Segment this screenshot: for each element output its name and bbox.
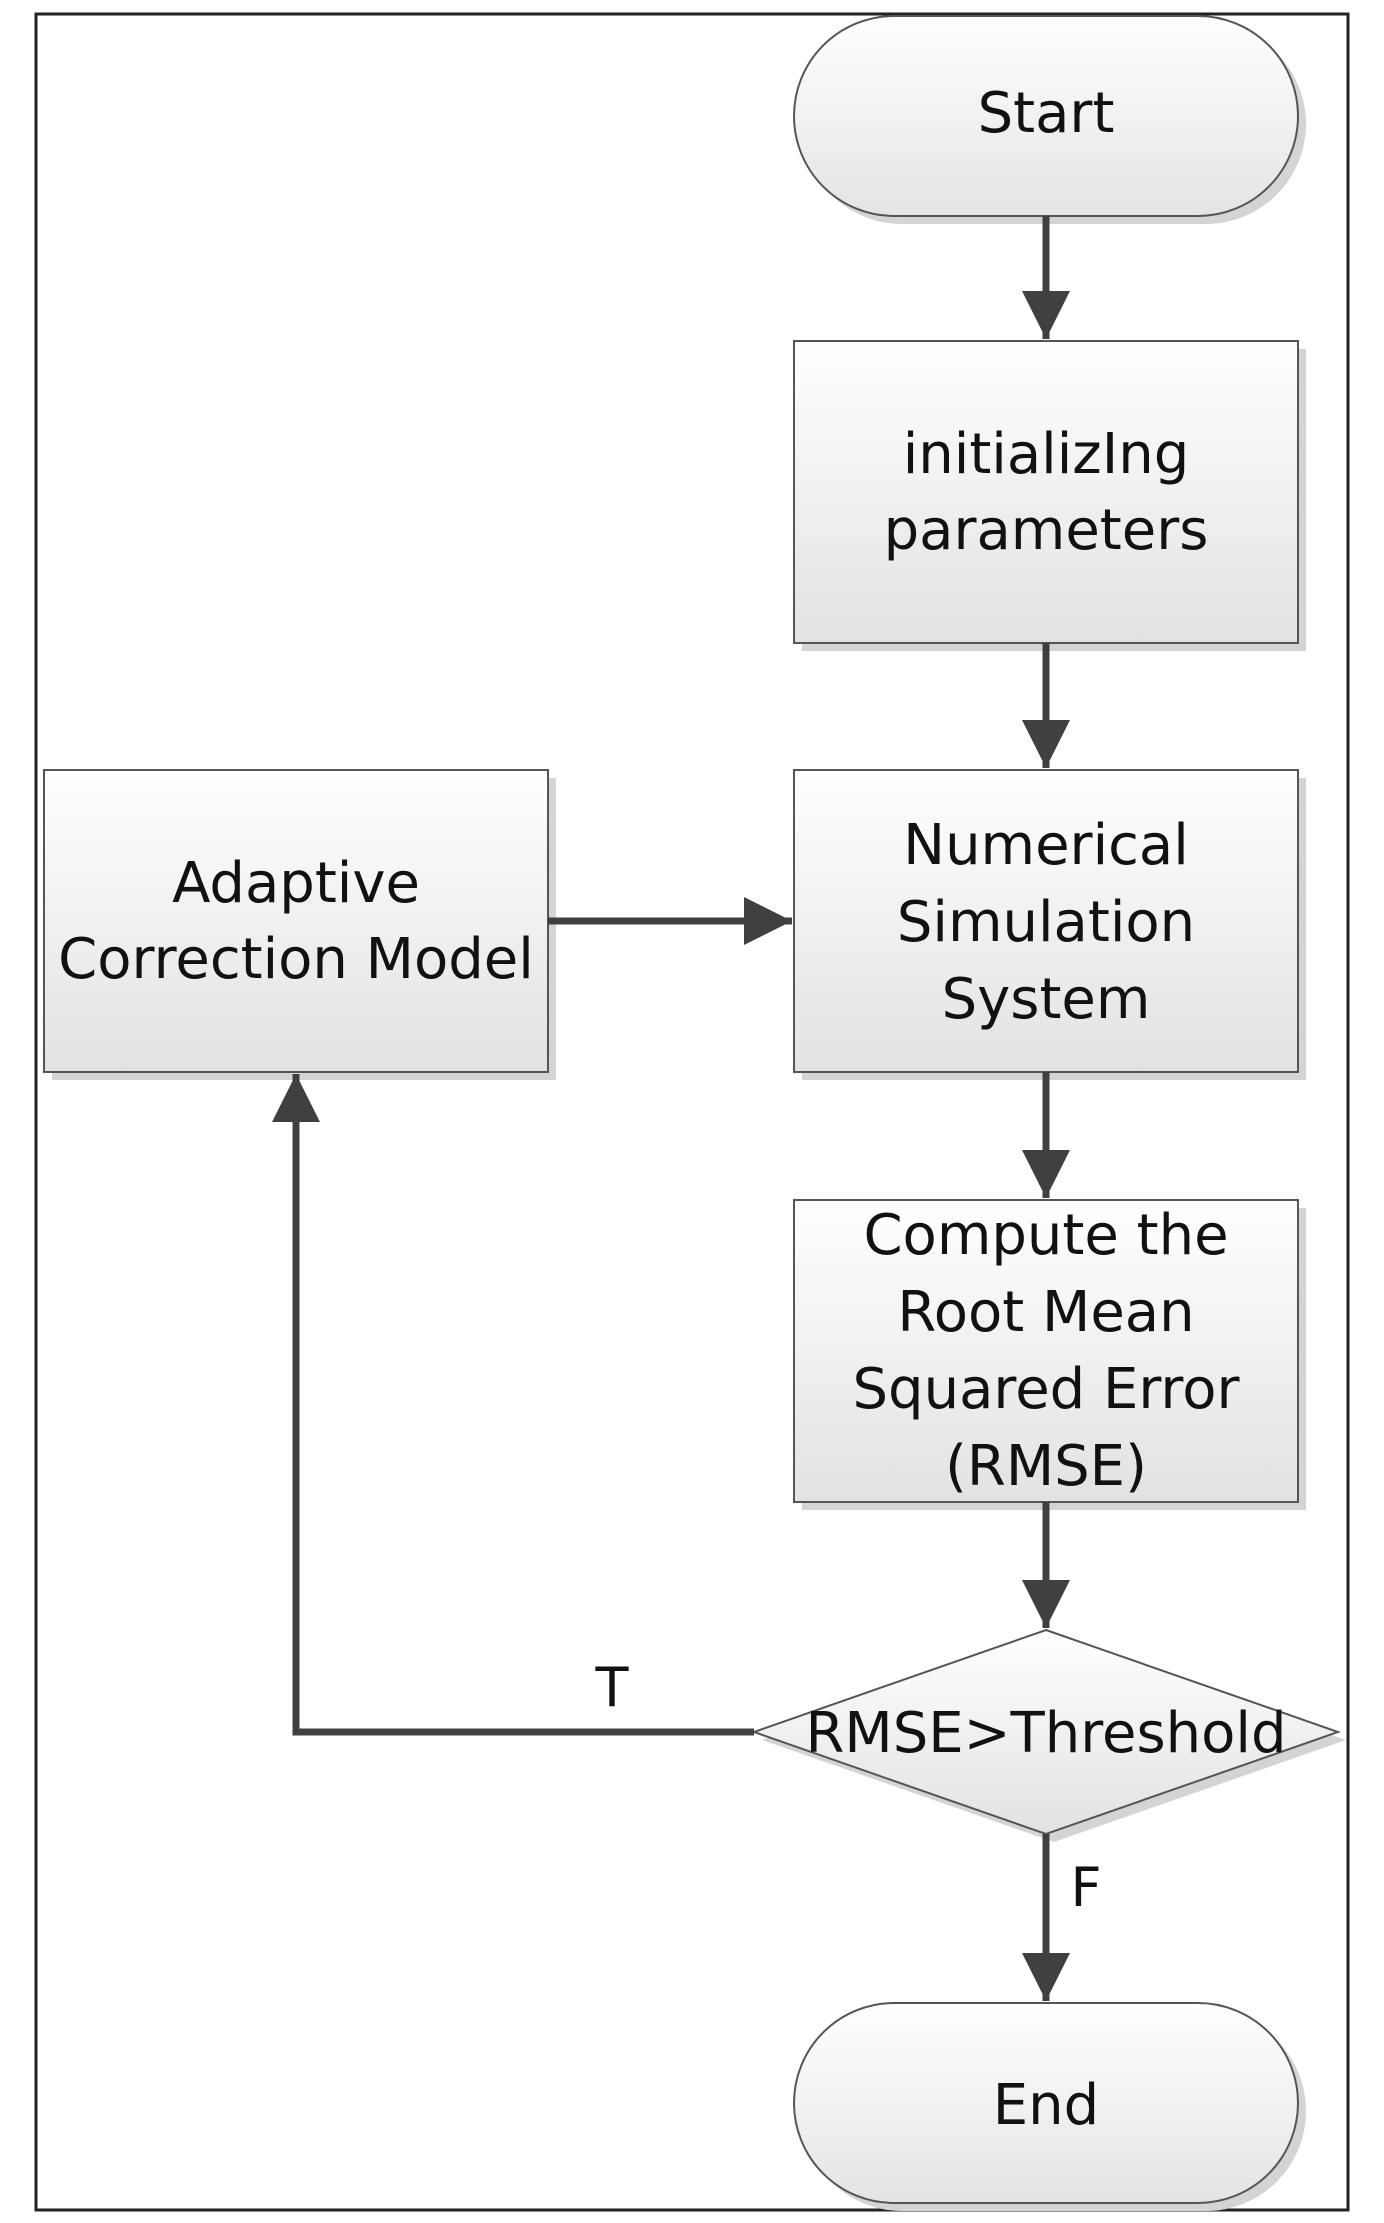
correction-node: Adaptive Correction Model: [43, 769, 556, 1080]
simulation-label-line1: Numerical: [903, 813, 1189, 878]
rmse-label-line4: (RMSE): [945, 1434, 1147, 1499]
simulation-node: Numerical Simulation System: [793, 769, 1306, 1080]
decision-node: RMSE>Threshold: [750, 1628, 1346, 1842]
decision-label: RMSE>Threshold: [805, 1701, 1286, 1766]
simulation-label-line3: System: [942, 967, 1151, 1032]
rmse-label-line1: Compute the: [863, 1203, 1228, 1268]
start-node: Start: [793, 15, 1306, 224]
correction-label-line1: Adaptive: [172, 851, 420, 916]
diagram-border: [34, 12, 1350, 2212]
end-label: End: [993, 2073, 1099, 2138]
edge-label-true: T: [595, 1656, 630, 1719]
rmse-label-line2: Root Mean: [897, 1280, 1194, 1345]
init-node: initializIng parameters: [793, 340, 1306, 651]
rmse-node: Compute the Root Mean Squared Error (RMS…: [793, 1199, 1306, 1510]
init-label-line1: initializIng: [903, 422, 1190, 487]
init-label-line2: parameters: [884, 498, 1209, 563]
correction-label-line2: Correction Model: [58, 927, 534, 992]
start-label: Start: [978, 81, 1115, 146]
edge-decision-true-to-correction: [272, 1074, 754, 1736]
rmse-label-line3: Squared Error: [853, 1357, 1241, 1422]
end-node: End: [793, 2002, 1306, 2211]
simulation-label-line2: Simulation: [897, 890, 1195, 955]
edge-label-false: F: [1070, 1856, 1101, 1919]
